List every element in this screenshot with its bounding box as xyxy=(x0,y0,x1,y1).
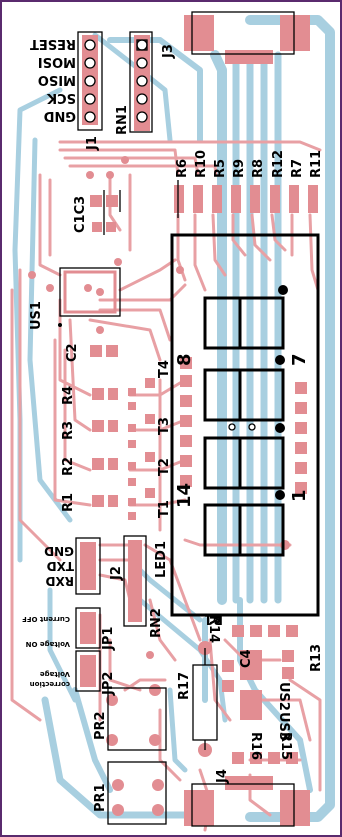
t3-label: T3 xyxy=(157,417,172,435)
rn1-label: RN1 xyxy=(115,105,130,135)
led1-label: LED1 xyxy=(154,541,169,578)
j4-label: J4 xyxy=(215,769,230,784)
us2-label: US2 xyxy=(276,682,291,711)
r14-label: R14 xyxy=(206,615,221,643)
r1-left-label: R1 xyxy=(61,493,76,512)
labels: RESET MOSI MISO SCK GND J1 RN1 J3 C1C3 U… xyxy=(22,36,324,812)
j1-pin-gnd: GND xyxy=(43,108,76,123)
jp2-text-top: Voltage xyxy=(40,670,70,678)
r4-label: R4 xyxy=(61,386,76,405)
silkscreen xyxy=(58,11,320,827)
display-pin-1: 1 xyxy=(289,489,310,502)
display-pin-8: 8 xyxy=(174,353,195,366)
r16-label: R16 xyxy=(248,732,263,760)
r9-label: R9 xyxy=(232,159,247,178)
t1-label: T1 xyxy=(157,500,172,518)
j2-pin-rxd: RXD xyxy=(46,574,74,588)
r3-label: R3 xyxy=(61,421,76,440)
r1-label: R1 xyxy=(204,611,223,626)
r8-label: R8 xyxy=(251,159,266,178)
j2-pin-txd: TXD xyxy=(47,559,74,573)
pr1-label: PR1 xyxy=(93,783,108,812)
j1-pin-sck: SCK xyxy=(46,90,76,105)
jp2-label: JP2 xyxy=(101,672,116,696)
r5-label: R5 xyxy=(213,159,228,178)
pr2-label: PR2 xyxy=(93,711,108,740)
r17-label: R17 xyxy=(177,672,192,700)
round-pads xyxy=(28,156,290,816)
r13-label: R13 xyxy=(309,644,324,672)
display-pin-7: 7 xyxy=(289,353,310,366)
j2-pin-gnd: GND xyxy=(44,544,74,558)
display-pin-14: 14 xyxy=(174,483,195,508)
jp1-text-bottom: Voltage ON xyxy=(26,640,70,648)
j1-pin-miso: MISO xyxy=(38,72,76,87)
c4-label: C4 xyxy=(239,649,254,668)
top-copper xyxy=(10,140,322,832)
r7-label: R7 xyxy=(290,159,305,178)
r11-label: R11 xyxy=(309,150,324,178)
t4-label: T4 xyxy=(157,360,172,378)
jp1-label: JP1 xyxy=(101,627,116,651)
c1c3-label: C1C3 xyxy=(73,196,88,233)
j1-label: J1 xyxy=(85,136,100,151)
r10-label: R10 xyxy=(194,150,209,178)
us1-label: US1 xyxy=(29,301,44,330)
r6-label: R6 xyxy=(175,159,190,178)
r2-label: R2 xyxy=(61,457,76,476)
r15-label: R15 xyxy=(278,732,293,760)
us3-label: US3 xyxy=(276,712,291,741)
jp1-text-top: Current OFF xyxy=(22,615,70,623)
c2-label: C2 xyxy=(65,343,80,362)
jp2-text-bottom: correction xyxy=(30,680,70,688)
r12-label: R12 xyxy=(271,150,286,178)
j3-label: J3 xyxy=(161,44,176,59)
t2-label: T2 xyxy=(157,458,172,476)
j1-pin-reset: RESET xyxy=(30,36,76,51)
j2-label: J2 xyxy=(109,566,124,581)
rn2-label: RN2 xyxy=(149,608,164,638)
j1-pin-mosi: MOSI xyxy=(38,54,76,69)
